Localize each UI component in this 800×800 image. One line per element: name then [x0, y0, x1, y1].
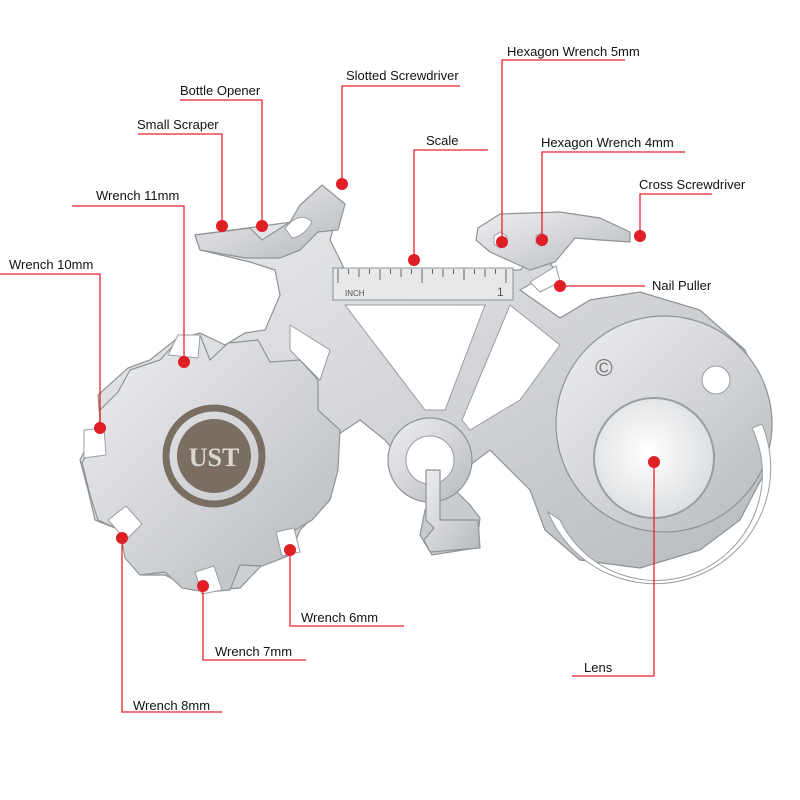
- dot-hex-5mm: [496, 236, 508, 248]
- bottle-opener-hook: [284, 216, 313, 239]
- pedal: [423, 469, 481, 553]
- top-tube-tool: [475, 211, 631, 271]
- leader-lens: [572, 462, 655, 677]
- logo-text: UST: [189, 443, 240, 472]
- frame-cutout-rear: [461, 304, 561, 431]
- marker-dots: [94, 178, 660, 592]
- dot-wrench-7mm: [197, 580, 209, 592]
- dot-wrench-8mm: [116, 532, 128, 544]
- rear-wheel-slot: [546, 423, 772, 585]
- label-small-scraper: Small Scraper: [137, 117, 219, 132]
- ruler-scale: INCH 1: [332, 267, 514, 301]
- logo-ring-inner: [177, 419, 251, 493]
- ruler-unit-text: INCH: [345, 289, 365, 298]
- leader-wrench-6mm: [289, 550, 404, 627]
- label-wrench-11mm: Wrench 11mm: [96, 188, 180, 203]
- rear-wheel-small-hole: [701, 365, 731, 395]
- label-wrench-7mm: Wrench 7mm: [215, 644, 293, 659]
- label-hex-wrench-4mm: Hexagon Wrench 4mm: [541, 135, 674, 150]
- frame-cutout-front-fork: [289, 324, 331, 381]
- leader-hex-4mm: [541, 151, 685, 240]
- label-scale: Scale: [426, 133, 459, 148]
- dot-wrench-10mm: [94, 422, 106, 434]
- leader-slotted-screwdriver: [341, 85, 460, 184]
- leader-bottle-opener: [180, 99, 263, 226]
- bike-multitool: INCH 1 UST: [79, 184, 773, 595]
- dot-nail-puller: [554, 280, 566, 292]
- leader-scale: [413, 149, 488, 260]
- dot-lens: [648, 456, 660, 468]
- label-hex-wrench-5mm: Hexagon Wrench 5mm: [507, 44, 640, 59]
- leader-small-scraper: [138, 133, 223, 226]
- label-nail-puller: Nail Puller: [652, 278, 712, 293]
- ruler-strip: [332, 267, 514, 301]
- logo-ring-outer: [162, 404, 266, 508]
- label-bottle-opener: Bottle Opener: [180, 83, 261, 98]
- label-cross-screwdriver: Cross Screwdriver: [639, 177, 746, 192]
- leader-wrench-11mm: [72, 205, 185, 362]
- label-wrench-6mm: Wrench 6mm: [301, 610, 379, 625]
- dot-cross-screwdriver: [634, 230, 646, 242]
- leader-wrench-8mm: [121, 538, 222, 713]
- dot-bottle-opener: [256, 220, 268, 232]
- label-wrench-10mm: Wrench 10mm: [9, 257, 94, 272]
- frame-cutout-triangle: [343, 304, 486, 411]
- leader-wrench-7mm: [202, 586, 306, 661]
- ruler-ticks: [337, 269, 507, 283]
- wrench-wheel: UST: [81, 334, 341, 595]
- dot-wrench-6mm: [284, 544, 296, 556]
- leader-lines: [0, 59, 712, 713]
- scraper-opener-head: [194, 184, 346, 259]
- label-wrench-8mm: Wrench 8mm: [133, 698, 211, 713]
- dot-wrench-11mm: [178, 356, 190, 368]
- ruler-number-text: 1: [497, 285, 504, 299]
- leader-wrench-10mm: [0, 273, 101, 428]
- dot-slotted-screwdriver: [336, 178, 348, 190]
- dot-scale: [408, 254, 420, 266]
- leader-cross-screwdriver: [639, 193, 712, 236]
- label-lens: Lens: [584, 660, 613, 675]
- copyright-mark: ©: [595, 355, 613, 382]
- label-slotted-screwdriver: Slotted Screwdriver: [346, 68, 459, 83]
- dot-hex-4mm: [536, 234, 548, 246]
- dot-small-scraper: [216, 220, 228, 232]
- leader-hex-5mm: [501, 59, 625, 242]
